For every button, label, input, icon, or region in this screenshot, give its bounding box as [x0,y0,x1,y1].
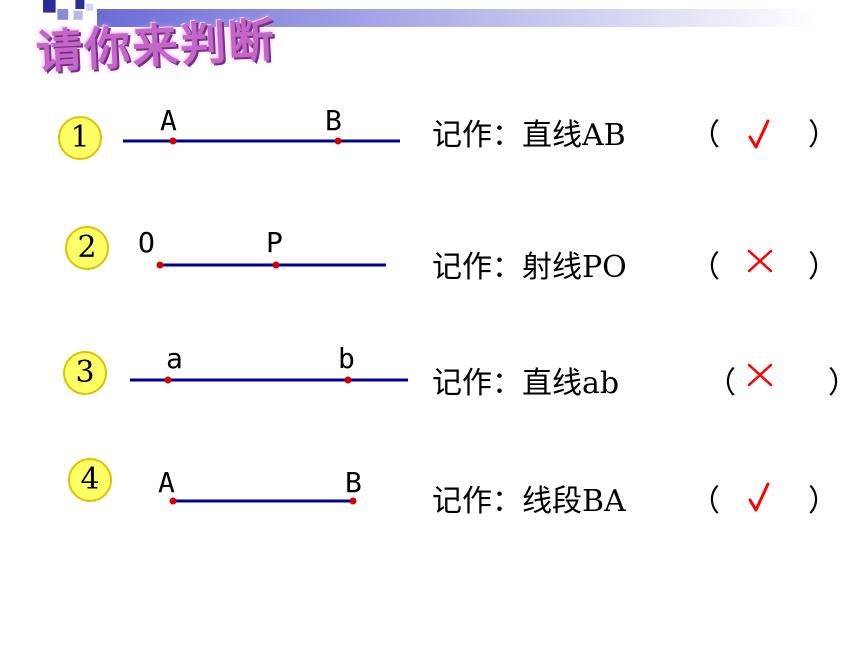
corner-square-icon [57,9,69,20]
open-paren: （ [706,366,736,401]
point-label: O [138,226,155,259]
close-paren: ） [828,366,858,401]
open-paren: （ [690,250,720,285]
item-number-badge: 1 [58,116,102,160]
point-label: A [158,466,175,499]
point-label: P [266,226,283,259]
point-label: B [345,466,362,499]
item-number-badge: 3 [63,351,107,395]
point-label: B [325,104,342,137]
corner-square-icon [73,10,83,20]
item-number-badge: 2 [65,226,109,270]
cross-icon [747,249,773,273]
point-label: A [160,104,177,137]
point-o [156,261,164,269]
corner-square-icon [75,0,85,9]
check-icon [748,482,770,512]
item-number-badge: 4 [68,458,112,502]
statement-text: 记作：直线AB [432,118,626,153]
corner-square-icon [43,0,56,13]
point-b-1 [334,137,342,145]
point-b-4 [349,497,357,505]
point-label: b [338,342,355,375]
cross-icon [747,363,773,387]
close-paren: ） [808,118,838,153]
open-paren: （ [690,484,720,519]
close-paren: ） [808,250,838,285]
point-label: a [166,342,183,375]
check-icon [748,119,770,149]
point-b-3 [344,376,352,384]
point-a-1 [169,137,177,145]
statement-text: 记作：射线PO [432,250,627,285]
close-paren: ） [808,484,838,519]
header-bar [43,0,817,27]
point-p [272,261,280,269]
corner-square-icon [86,3,94,11]
open-paren: （ [690,118,720,153]
point-a-4 [169,497,177,505]
statement-text: 记作：直线ab [432,366,620,401]
statement-text: 记作：线段BA [432,484,626,519]
point-a-3 [164,376,172,384]
